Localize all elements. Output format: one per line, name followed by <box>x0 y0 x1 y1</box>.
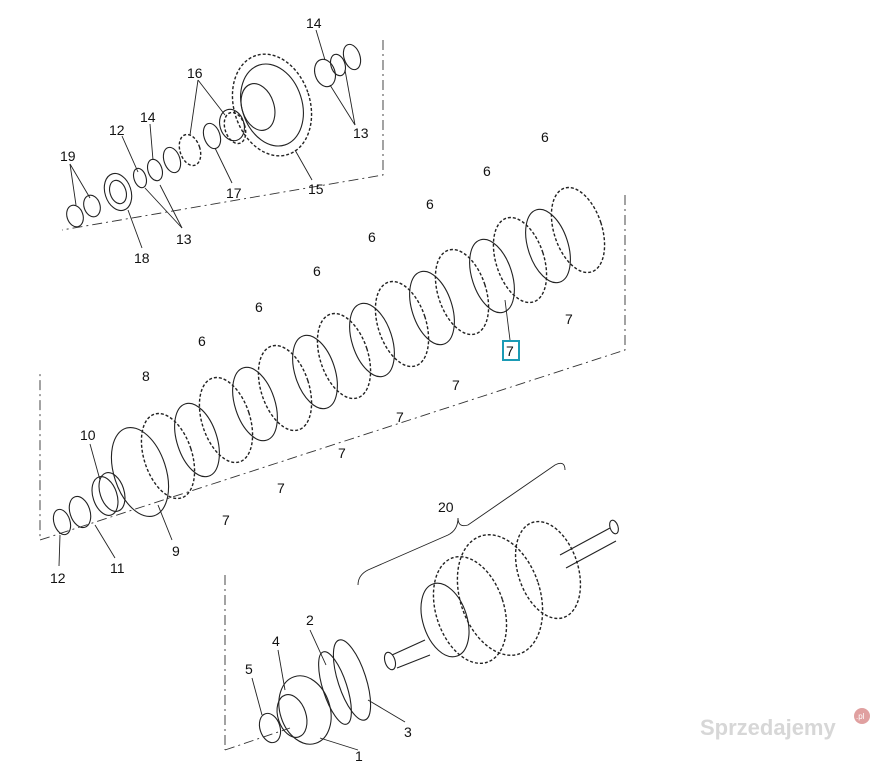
callout-7: 7 <box>452 377 460 393</box>
highlight-box <box>502 340 520 361</box>
callout-19: 19 <box>60 148 76 164</box>
needle-bearing-16b <box>178 133 202 167</box>
washer-13d <box>342 43 362 71</box>
callout-18: 18 <box>134 250 150 266</box>
callout-6: 6 <box>255 299 263 315</box>
callout-13: 13 <box>353 125 369 141</box>
callout-6: 6 <box>313 263 321 279</box>
callout-14: 14 <box>140 109 156 125</box>
snap-ring-5 <box>258 712 282 744</box>
callout-9: 9 <box>172 543 180 559</box>
watermark: Sprzedajemy .pl <box>700 708 870 740</box>
callout-7: 7 <box>222 512 230 528</box>
callout-13: 13 <box>176 231 192 247</box>
callout-6: 6 <box>541 129 549 145</box>
washer-13a <box>202 122 222 150</box>
leader-lines <box>58 29 511 751</box>
callout-10: 10 <box>80 427 96 443</box>
callout-17: 17 <box>226 185 242 201</box>
callout-7: 7 <box>396 409 404 425</box>
callout-20: 20 <box>438 499 454 515</box>
watermark-badge-text: .pl <box>856 712 865 721</box>
clutch-plate-6 <box>550 186 606 274</box>
seal-ring-3 <box>332 639 372 721</box>
watermark-text: Sprzedajemy <box>700 715 836 740</box>
callout-3: 3 <box>404 724 412 740</box>
callout-6: 6 <box>426 196 434 212</box>
washer-13b <box>132 167 148 189</box>
hub-1 <box>278 675 332 745</box>
clutch-drum-assembly-20 <box>258 462 619 745</box>
callout-8: 8 <box>142 368 150 384</box>
callout-7: 7 <box>338 445 346 461</box>
friction-disc-7 <box>525 208 571 284</box>
bearing-18 <box>103 172 133 212</box>
bearing-4 <box>276 694 308 738</box>
callout-7-highlighted: 7 <box>506 343 514 359</box>
callout-labels: 14 16 12 14 19 13 13 17 15 18 6 6 6 6 6 … <box>50 15 573 761</box>
top-shaft-assembly <box>66 43 362 228</box>
callout-15: 15 <box>308 181 324 197</box>
washer-14a <box>146 158 164 182</box>
callout-14: 14 <box>306 15 322 31</box>
assembly-frames <box>39 40 626 751</box>
watermark-badge <box>854 708 870 724</box>
clutch-pack <box>52 186 606 536</box>
callout-1: 1 <box>355 748 363 761</box>
callout-4: 4 <box>272 633 280 649</box>
needle-bearing-16a <box>223 111 247 145</box>
callout-6: 6 <box>198 333 206 349</box>
callout-7: 7 <box>565 311 573 327</box>
spring-10 <box>98 472 126 512</box>
snap-ring-12 <box>52 508 72 536</box>
pressure-plate-8 <box>140 412 196 500</box>
callout-12: 12 <box>109 122 125 138</box>
callout-6: 6 <box>483 163 491 179</box>
bracket-20 <box>357 462 566 586</box>
piston-9 <box>110 426 170 518</box>
callout-5: 5 <box>245 661 253 677</box>
bearing-13c <box>314 58 336 88</box>
callout-16: 16 <box>187 65 203 81</box>
callout-6: 6 <box>368 229 376 245</box>
seal-ring-2 <box>318 651 352 725</box>
callout-11: 11 <box>110 560 125 576</box>
large-gear-15 <box>231 53 313 157</box>
callout-7: 7 <box>277 480 285 496</box>
washer-11 <box>68 495 92 529</box>
callout-2: 2 <box>306 612 314 628</box>
callout-12: 12 <box>50 570 66 586</box>
snap-ring-19a <box>83 194 101 218</box>
snap-ring-19b <box>66 204 84 228</box>
washer-14b <box>329 53 347 77</box>
